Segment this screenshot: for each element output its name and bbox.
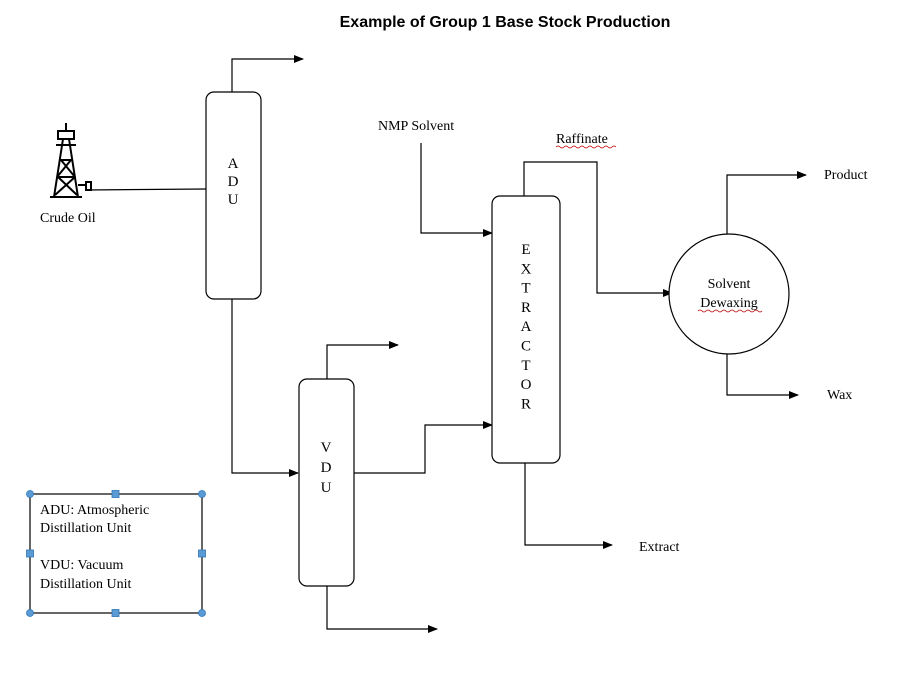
adu-letter-1: A — [228, 156, 239, 172]
resize-handle-top-right[interactable] — [198, 490, 206, 498]
legend-adu-line1: ADU: Atmospheric — [40, 503, 149, 518]
crude-feed-line — [85, 188, 207, 191]
resize-handle-bottom[interactable] — [111, 609, 120, 617]
raffinate-label: Raffinate — [556, 132, 608, 147]
extractor-letter-4: R — [521, 300, 531, 316]
vdu-overhead-arrow — [326, 341, 399, 379]
nmp-solvent-arrow — [420, 143, 493, 237]
nmp-solvent-label: NMP Solvent — [378, 119, 454, 134]
spellcheck-underline — [555, 145, 617, 149]
adu-overhead-arrow — [231, 55, 304, 92]
spellcheck-underline — [697, 309, 763, 313]
resize-handle-top-left[interactable] — [26, 490, 34, 498]
raffinate-arrow — [523, 161, 673, 297]
extractor-letter-8: O — [521, 377, 532, 393]
diagram-title: Example of Group 1 Base Stock Production — [340, 14, 671, 31]
solvent-dewaxing-label-line2: Dewaxing — [700, 296, 758, 311]
crude-oil-label: Crude Oil — [40, 211, 96, 226]
resize-handle-bottom-right[interactable] — [198, 609, 206, 617]
product-arrow — [726, 171, 807, 234]
legend-vdu-line1: VDU: Vacuum — [40, 558, 123, 573]
oil-derrick-icon — [50, 123, 92, 198]
resize-handle-left[interactable] — [26, 549, 34, 558]
legend-textbox[interactable]: ADU: Atmospheric Distillation Unit VDU: … — [26, 490, 206, 617]
vdu-letter-2: D — [321, 460, 332, 476]
extractor-letter-3: T — [521, 281, 530, 297]
extract-arrow — [524, 463, 613, 549]
extractor-column — [491, 195, 561, 464]
extractor-letter-7: T — [521, 358, 530, 374]
solvent-dewaxing-label-line1: Solvent — [708, 277, 751, 292]
extractor-letter-1: E — [521, 242, 530, 258]
wax-arrow — [726, 354, 799, 399]
adu-to-vdu-arrow — [231, 299, 299, 477]
resize-handle-right[interactable] — [198, 549, 206, 558]
solvent-dewaxing-unit — [668, 233, 790, 355]
resize-handle-top[interactable] — [111, 490, 120, 498]
product-label: Product — [824, 168, 868, 183]
adu-column — [205, 91, 262, 300]
vdu-to-extractor-arrow — [354, 421, 493, 474]
extract-label: Extract — [639, 540, 680, 555]
extractor-letter-5: A — [521, 319, 532, 335]
legend-vdu-line2: Distillation Unit — [40, 577, 132, 592]
resize-handle-bottom-left[interactable] — [26, 609, 34, 617]
wax-label: Wax — [827, 388, 852, 403]
extractor-letter-2: X — [521, 261, 532, 277]
vdu-bottoms-arrow — [326, 586, 438, 633]
vdu-letter-1: V — [321, 440, 332, 456]
adu-letter-2: D — [228, 174, 239, 190]
adu-letter-3: U — [228, 192, 239, 208]
vdu-letter-3: U — [321, 480, 332, 496]
extractor-letter-9: R — [521, 396, 531, 412]
legend-adu-line2: Distillation Unit — [40, 521, 132, 536]
extractor-letter-6: C — [521, 339, 531, 355]
